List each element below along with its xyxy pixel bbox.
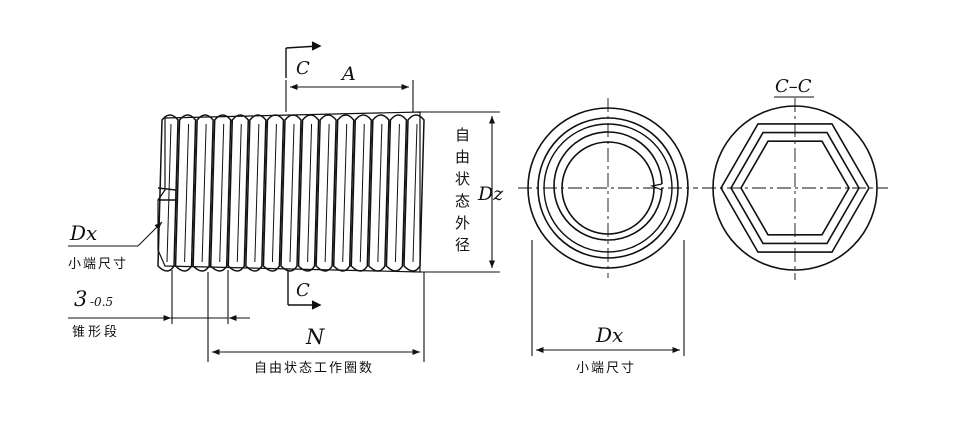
dimension-taper (68, 270, 250, 324)
dimension-dx-right (531, 240, 685, 356)
dimension-a (285, 80, 414, 112)
coil-inner-edge (412, 123, 418, 263)
dimension-dx-left-label: Dx (69, 221, 97, 245)
coil-inner-edge (201, 123, 207, 263)
coil-inner-edge (184, 123, 190, 263)
coil (262, 114, 285, 272)
free-working-coils-label: 自由状态工作圈数 (254, 361, 374, 376)
dimension-dz-label: Dz (477, 183, 504, 205)
coil-inner-edge (377, 123, 383, 263)
free-outer-diameter-char: 态 (455, 192, 470, 210)
coil (192, 114, 214, 272)
section-indicator-top (285, 41, 322, 78)
coil-inner-edge (219, 123, 225, 263)
dimension-dx-right-label: Dx (595, 323, 623, 347)
coil-inner-edge (254, 123, 260, 263)
side-view (157, 111, 425, 273)
free-outer-diameter-char: 状 (455, 170, 470, 188)
helical-coils (157, 114, 425, 272)
free-outer-diameter-char: 外 (455, 214, 470, 232)
coil-inner-edge (166, 123, 172, 263)
coil-inner-edge (236, 123, 242, 263)
coil (174, 114, 197, 272)
coil-inner-edge (359, 123, 365, 263)
dimension-dx-left (68, 221, 163, 247)
coil (227, 114, 250, 272)
section-label-c-bottom: C (296, 280, 310, 301)
taper-dimension-main: 3 (74, 287, 87, 311)
coil (297, 114, 320, 272)
coil (209, 114, 232, 272)
taper-dimension-tolerance: -0.5 (90, 295, 113, 309)
coil-inner-edge (307, 123, 313, 263)
end-view (518, 98, 698, 278)
coil-inner-edge (342, 123, 348, 263)
taper-section-label: 锥形段 (72, 325, 120, 340)
coil (157, 114, 179, 272)
coil-inner-edge (271, 123, 277, 263)
dimension-dz (420, 111, 500, 273)
dimension-n (207, 272, 425, 362)
coil (350, 114, 373, 272)
coil (332, 114, 355, 272)
section-view-title: C–C (775, 76, 812, 97)
insert-outline (157, 111, 421, 273)
free-outer-diameter-char: 由 (455, 148, 470, 166)
coil-inner-edge (289, 123, 295, 263)
free-outer-diameter-char: 自 (455, 126, 470, 144)
section-view (702, 98, 888, 280)
coil (368, 114, 390, 272)
coil-inner-edge (324, 123, 330, 263)
small-end-size-right: 小端尺寸 (576, 361, 636, 376)
coil (385, 114, 408, 272)
coil (403, 114, 425, 272)
section-indicator-bottom (287, 270, 322, 310)
free-outer-diameter-char: 径 (455, 236, 470, 254)
coil (280, 114, 302, 272)
dimension-a-label: A (340, 63, 356, 85)
coil (315, 114, 337, 272)
coil-inner-edge (394, 123, 400, 263)
dimension-n-label: N (305, 325, 325, 349)
section-label-c-top: C (296, 58, 310, 79)
coil (245, 114, 267, 272)
small-end-size-left: 小端尺寸 (68, 257, 128, 272)
